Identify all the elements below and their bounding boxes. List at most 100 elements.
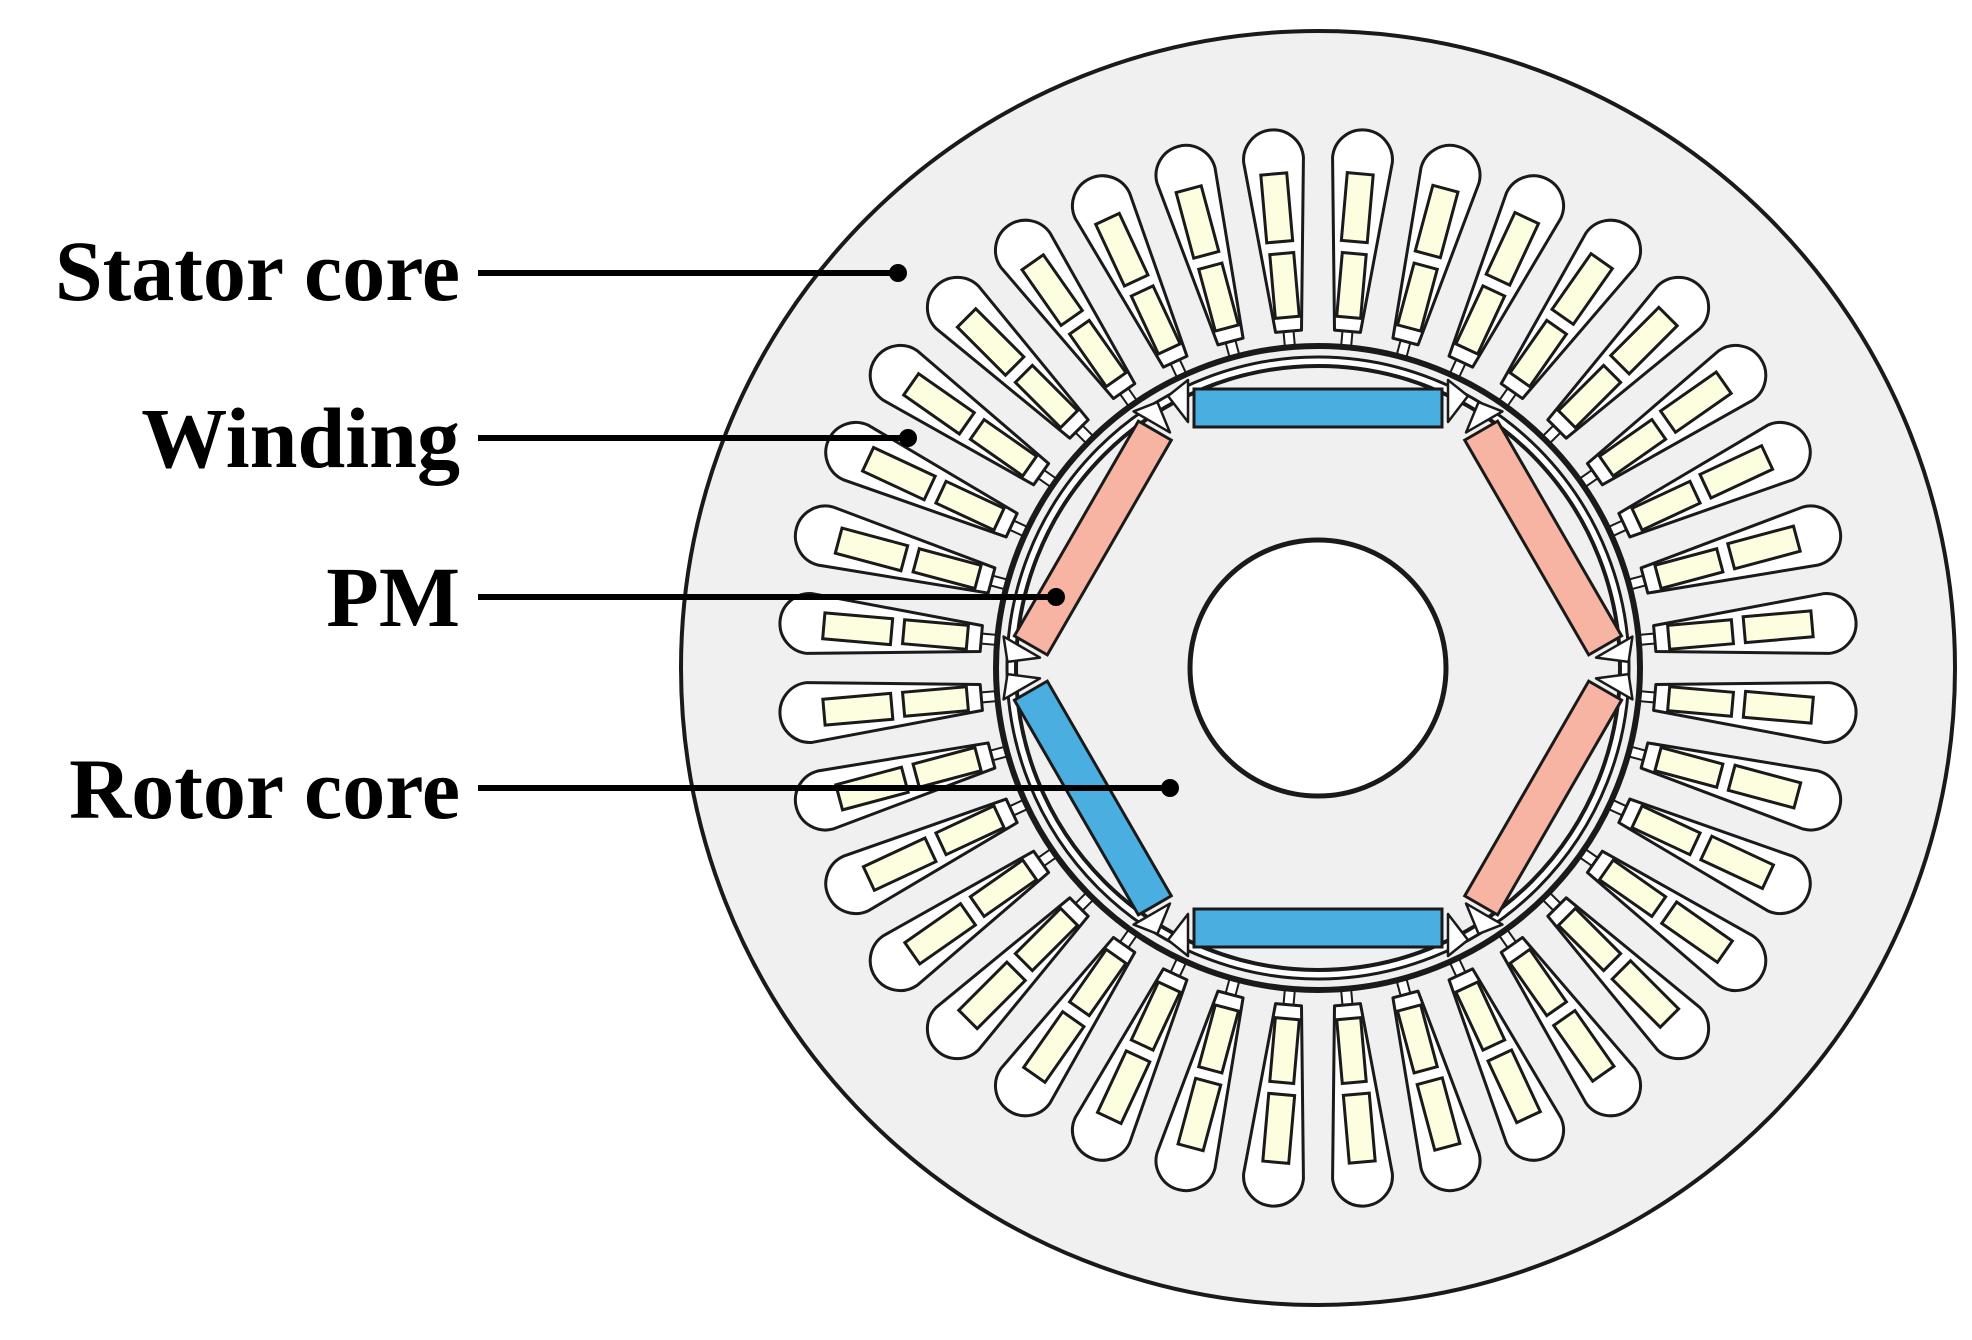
winding-coil [861, 836, 939, 893]
winding-coil [1067, 318, 1129, 389]
winding-coil [1196, 261, 1241, 333]
stator-slot [1631, 592, 1858, 655]
stator-slot [824, 420, 1036, 541]
leader-dot-winding [899, 429, 917, 447]
winding-coil [1174, 183, 1221, 261]
winding-coil [956, 960, 1028, 1031]
leader-dot-stator [889, 264, 907, 282]
stator-slot [1536, 275, 1711, 450]
winding-coil [1726, 763, 1803, 810]
stator-slot [1154, 143, 1245, 366]
winding-coil [1413, 183, 1460, 260]
magnet-pole [1462, 672, 1634, 936]
winding-coil [1551, 1008, 1617, 1084]
winding-coil [1610, 958, 1681, 1030]
leader-dot-pm [1047, 588, 1065, 606]
winding-coil [1415, 1075, 1462, 1153]
winding-coil [1697, 443, 1775, 500]
stator-slot [1242, 981, 1305, 1208]
label-winding: Winding [141, 390, 460, 486]
winding-coil [1556, 906, 1623, 973]
winding-coil [1341, 1091, 1377, 1165]
flux-barrier [1446, 912, 1470, 958]
winding-coil [933, 803, 1007, 857]
permanent-magnet [1192, 907, 1444, 949]
winding-coil [1268, 250, 1301, 321]
stator-slot [778, 681, 1005, 744]
permanent-magnet [1192, 387, 1444, 429]
stator-slot [1572, 343, 1768, 493]
stator-slot [1391, 143, 1482, 366]
winding-coil [1665, 618, 1736, 651]
winding-coil [1659, 899, 1735, 965]
stator-slots [778, 128, 1858, 1208]
winding-coil [1335, 250, 1368, 321]
winding-coil [1021, 1009, 1087, 1085]
stator-slot [1445, 950, 1566, 1162]
winding-coil [1129, 283, 1183, 357]
stator-slot [925, 275, 1100, 450]
winding-coil [1067, 947, 1129, 1018]
label-pm: PM [326, 549, 460, 645]
winding-coil [1395, 1003, 1440, 1075]
winding-coil [968, 857, 1039, 919]
winding-coil [821, 691, 895, 727]
stator-slot [1493, 922, 1643, 1118]
winding-coil [1698, 834, 1776, 891]
stator-slot [1493, 218, 1643, 414]
stator-slot [1445, 174, 1566, 386]
winding-coil [1556, 363, 1623, 430]
stator-slot [1154, 970, 1245, 1193]
winding-coil [1658, 369, 1734, 435]
stator-slot [1070, 174, 1191, 386]
winding-coil [1741, 609, 1815, 645]
winding-coil [1453, 979, 1507, 1053]
callout-stator: Stator core [55, 223, 907, 319]
stator-slot [1331, 981, 1394, 1208]
winding-coil [1261, 1091, 1297, 1165]
flux-barrier [1464, 902, 1504, 936]
stator-slot [1631, 681, 1858, 744]
winding-coil [821, 611, 895, 647]
winding-coil [955, 306, 1026, 378]
winding-coil [1549, 251, 1615, 327]
winding-coil [1725, 524, 1803, 571]
winding-coil [1268, 1015, 1301, 1086]
stator-slot [868, 843, 1064, 993]
winding-coil [1395, 261, 1440, 333]
winding-coil [1665, 685, 1736, 718]
stator-slot [778, 592, 1005, 655]
winding-coil [902, 901, 978, 967]
winding-coil [1484, 210, 1541, 288]
winding-coil [1597, 857, 1668, 919]
winding-coil [901, 371, 977, 437]
callout-winding: Winding [141, 390, 917, 486]
winding-coil [900, 685, 971, 718]
permanent-magnet [1462, 419, 1624, 657]
winding-coil [1486, 1047, 1543, 1125]
winding-coil [1507, 947, 1569, 1018]
leader-dot-rotor [1161, 779, 1179, 797]
callout-rotor: Rotor core [69, 741, 1179, 837]
winding-coil [1597, 417, 1668, 479]
winding-coil [1629, 479, 1703, 533]
winding-coil [1093, 211, 1150, 289]
winding-coil [1653, 546, 1725, 591]
label-stator-core: Stator core [55, 223, 460, 319]
flux-barrier [1166, 912, 1190, 958]
winding-coil [1019, 252, 1085, 328]
stator-slot [993, 218, 1143, 414]
permanent-magnet [1462, 679, 1624, 917]
flux-barrier [1594, 672, 1634, 701]
callout-pm: PM [326, 549, 1065, 645]
flux-barrier [1594, 635, 1634, 664]
flux-barrier [1446, 378, 1470, 424]
flux-barrier [1002, 635, 1042, 664]
winding-coil [1013, 363, 1080, 430]
winding-coil [1129, 979, 1183, 1053]
winding-coil [1608, 305, 1680, 376]
winding-coil [860, 445, 938, 502]
magnet-pole [1166, 907, 1470, 958]
winding-coil [1013, 906, 1080, 973]
